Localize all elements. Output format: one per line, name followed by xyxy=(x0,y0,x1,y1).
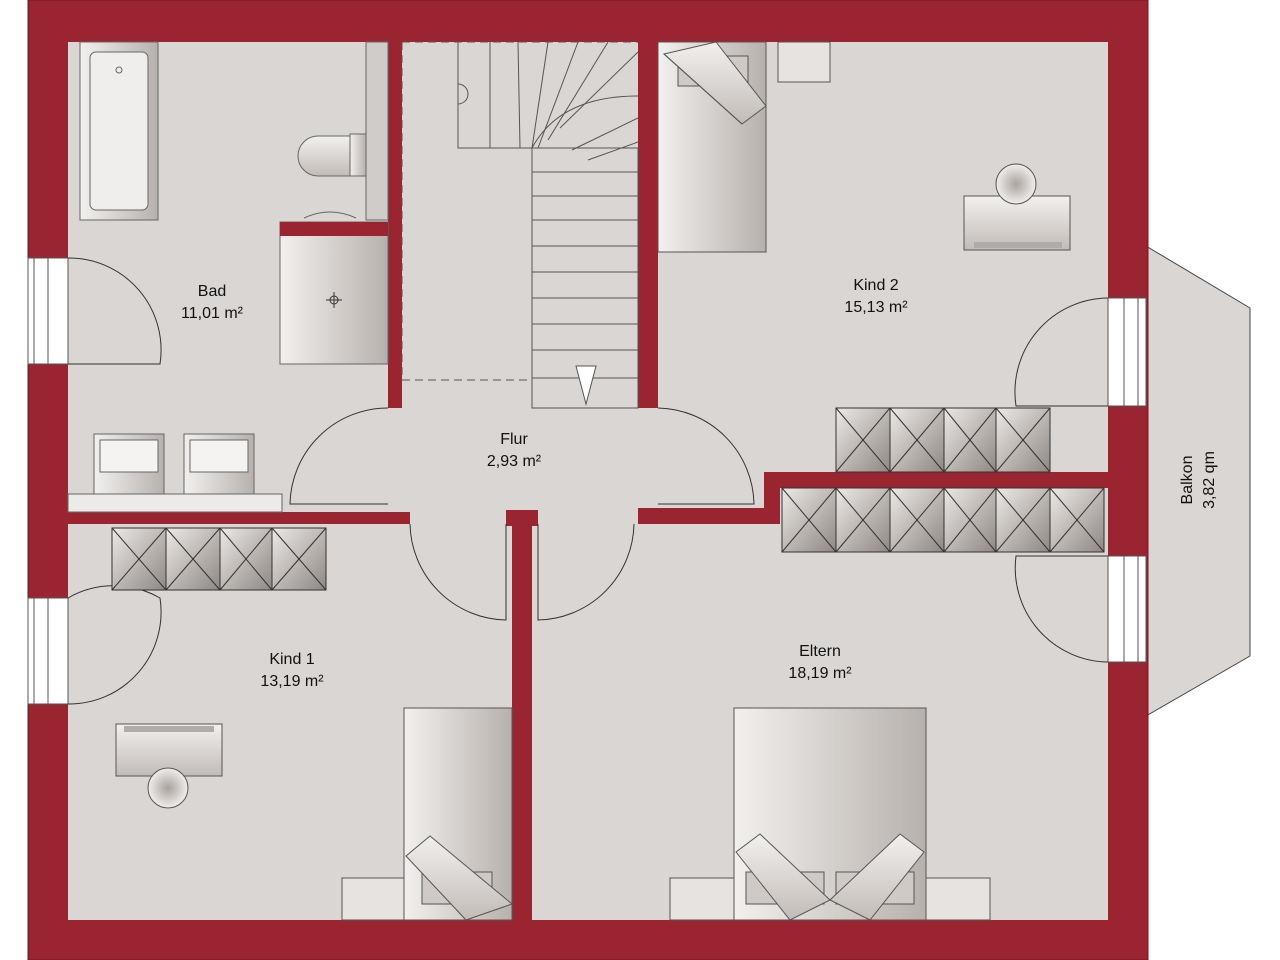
balcony xyxy=(1145,245,1251,717)
door-flur-kind1 xyxy=(409,523,507,621)
door-flur-kind2 xyxy=(657,407,755,505)
nightstand-eltern-left xyxy=(669,877,735,921)
bathroom-fixtures xyxy=(67,41,389,513)
shower-handle xyxy=(303,211,357,219)
kind1-furniture xyxy=(115,707,514,921)
floor-stair xyxy=(402,42,638,408)
wardrobe-kind1 xyxy=(111,527,327,591)
room-balkon-area: 3,82 qm xyxy=(1201,451,1218,509)
floor-kind2-b xyxy=(658,472,764,512)
door-kind2-window xyxy=(1014,297,1109,407)
room-bad-area: 11,01 m² xyxy=(181,305,244,322)
bathtub-drain-icon xyxy=(115,66,123,74)
shower-rim xyxy=(280,222,388,236)
bathtub-basin xyxy=(89,51,149,211)
shower-drain-icon xyxy=(326,292,342,308)
chair-kind1 xyxy=(147,767,189,809)
wall-stair-kind2 xyxy=(640,42,658,408)
room-flur-name: Flur xyxy=(500,431,528,448)
bath-wall-block xyxy=(365,41,389,221)
door-eltern-window xyxy=(1014,555,1109,663)
door-kind1-window xyxy=(67,585,162,705)
desk-kind1 xyxy=(115,723,223,777)
toilet-tank xyxy=(349,133,367,177)
wall-flur-right-stub xyxy=(638,508,658,524)
blanket-fold-kind1 xyxy=(405,835,514,921)
windows xyxy=(27,257,1147,705)
floor-flur xyxy=(388,408,658,524)
door-flur-bad xyxy=(289,407,389,505)
sink-left-basin xyxy=(99,439,159,473)
staircase xyxy=(401,41,639,409)
desk-kind2 xyxy=(963,195,1071,251)
stair-treads xyxy=(489,41,639,379)
window-kind2 xyxy=(1107,297,1147,407)
stair-run xyxy=(531,147,639,409)
stair-opening-dashed xyxy=(401,41,638,381)
blanket-fold-eltern-right xyxy=(829,833,925,921)
room-kind1-area: 13,19 m² xyxy=(260,673,324,690)
nightstand-eltern-right xyxy=(925,877,991,921)
wall-flur-left-stub xyxy=(388,512,410,524)
eltern-furniture xyxy=(669,707,991,921)
vanity-counter xyxy=(67,493,283,513)
window-eltern xyxy=(1107,555,1147,663)
chair-kind2 xyxy=(995,163,1037,205)
door-bad-window xyxy=(67,257,162,365)
kind2-furniture xyxy=(657,41,1071,253)
wall-kind2-eltern xyxy=(658,508,780,520)
room-flur-area: 2,93 m² xyxy=(487,453,542,470)
door-flur-eltern xyxy=(537,523,635,621)
room-bad-name: Bad xyxy=(198,283,226,300)
wall-flur-stub xyxy=(506,510,538,526)
wall-kind1-eltern xyxy=(512,524,532,920)
room-kind2-name: Kind 2 xyxy=(853,277,898,294)
nightstand-kind2 xyxy=(777,41,831,83)
wall-bad-kind1 xyxy=(68,512,388,524)
wall-bad-stair xyxy=(388,42,402,408)
toilet-bowl xyxy=(297,135,351,177)
room-kind1-name: Kind 1 xyxy=(269,651,314,668)
room-balkon-name: Balkon xyxy=(1179,456,1196,505)
room-eltern-area: 18,19 m² xyxy=(788,665,852,682)
wardrobe-eltern xyxy=(781,487,1105,553)
nightstand-kind1 xyxy=(341,877,405,921)
room-labels: Bad 11,01 m² Kind 2 15,13 m² Flur 2,93 m… xyxy=(181,277,1218,690)
room-kind2-area: 15,13 m² xyxy=(844,299,908,316)
wardrobes xyxy=(111,407,1105,591)
stair-arrow xyxy=(575,365,597,406)
wall-step-horiz xyxy=(764,472,1108,486)
interior-walls xyxy=(68,42,1108,920)
stair-winder xyxy=(457,42,639,149)
door-swings xyxy=(67,257,1109,705)
room-eltern-name: Eltern xyxy=(799,643,841,660)
wardrobe-kind2 xyxy=(835,407,1051,473)
sink-right-basin xyxy=(189,439,249,473)
